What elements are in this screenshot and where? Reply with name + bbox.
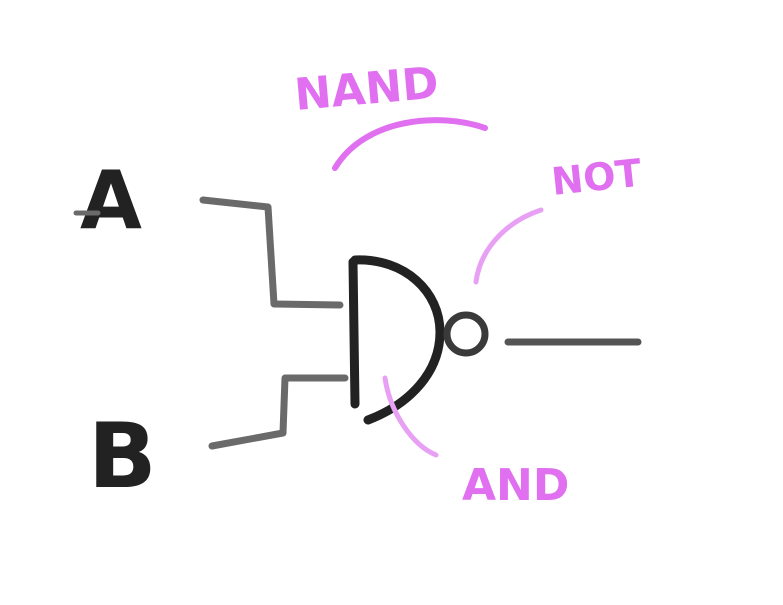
- gate-curve: [350, 255, 445, 425]
- annotation-not: NOT: [549, 151, 643, 204]
- wire-a: [199, 196, 344, 309]
- nand-bracket-arc: [332, 117, 488, 171]
- annotation-nand: NAND: [293, 58, 441, 121]
- gate-back-line: [348, 257, 360, 409]
- annotation-and: AND: [462, 460, 569, 511]
- input-label-a: A: [80, 154, 142, 247]
- inversion-bubble: [443, 311, 489, 357]
- not-pointer-arc: [473, 207, 544, 285]
- input-label-b: B: [88, 404, 157, 509]
- and-pointer-arc: [382, 375, 439, 458]
- wire-b: [208, 374, 349, 450]
